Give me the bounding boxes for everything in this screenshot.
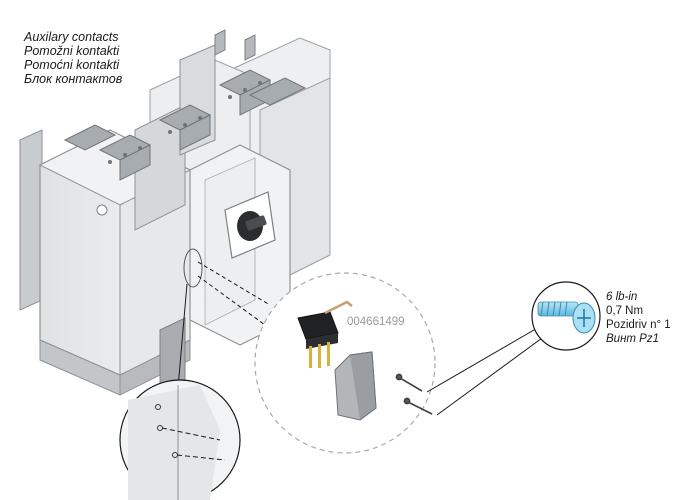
screw-leader-lines bbox=[426, 322, 554, 416]
torque-imperial: 6 lb-in bbox=[606, 291, 638, 303]
pozidriv-screw-callout bbox=[531, 281, 601, 351]
contact-cover-icon bbox=[334, 351, 377, 421]
title-line-en: Auxilary contacts bbox=[24, 30, 119, 44]
aux-contact-callout bbox=[254, 272, 436, 454]
switch-disconnector-icon bbox=[19, 29, 331, 396]
micro-switch-icon bbox=[297, 300, 353, 368]
title-line-sl: Pomožni kontakti bbox=[24, 44, 120, 58]
mounting-screw-icon bbox=[395, 373, 433, 415]
torque-metric: 0,7 Nm bbox=[606, 305, 644, 317]
screwdriver-type: Pozidriv n° 1 bbox=[606, 319, 671, 331]
screwdriver-type-ru: Винт Pz1 bbox=[606, 333, 659, 345]
mounting-holes-callout bbox=[119, 379, 241, 500]
title-block: Auxilary contacts Pomožni kontakti Pomoć… bbox=[24, 30, 122, 86]
leader-lines bbox=[177, 261, 271, 389]
title-line-hr: Pomoćni kontakti bbox=[24, 58, 120, 72]
title-line-ru: Блок контактов bbox=[24, 72, 123, 86]
torque-spec-block: 6 lb-in 0,7 Nm Pozidriv n° 1 Винт Pz1 bbox=[606, 290, 671, 346]
part-number-label: 004661499 bbox=[347, 316, 405, 328]
pozidriv-screw-icon bbox=[537, 301, 596, 334]
